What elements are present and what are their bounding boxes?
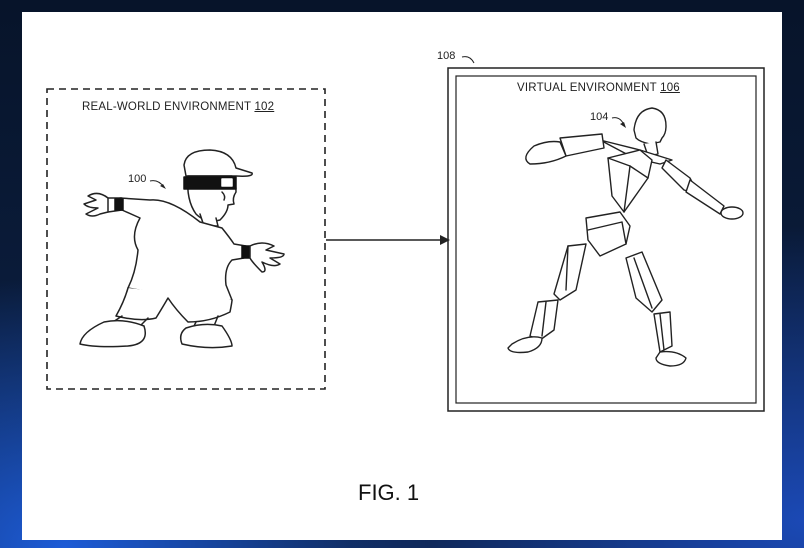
virtual-environment-box xyxy=(455,75,757,404)
connection-arrow xyxy=(326,235,450,245)
avatar-ref-number: 104 xyxy=(590,111,609,123)
avatar-ref-arrowhead xyxy=(620,122,626,128)
virtual-ref-number: 106 xyxy=(660,82,680,94)
display-ref-leader xyxy=(461,56,475,64)
virtual-label-text: VIRTUAL ENVIRONMENT xyxy=(517,82,657,94)
real-world-ref-number: 102 xyxy=(254,101,275,113)
figure-caption: FIG. 1 xyxy=(358,480,420,505)
real-world-environment-label: REAL-WORLD ENVIRONMENT 102 xyxy=(82,101,274,113)
user-ref-number: 100 xyxy=(128,173,147,185)
avatar-figure xyxy=(507,107,744,367)
user-figure xyxy=(79,149,285,349)
real-world-label-text: REAL-WORLD ENVIRONMENT xyxy=(82,101,252,113)
real-world-environment-box xyxy=(46,88,326,390)
display-outer-frame xyxy=(447,67,765,412)
virtual-environment-label: VIRTUAL ENVIRONMENT 106 xyxy=(517,82,680,94)
user-ref-arrowhead xyxy=(160,184,166,189)
display-ref-number: 108 xyxy=(437,50,456,62)
